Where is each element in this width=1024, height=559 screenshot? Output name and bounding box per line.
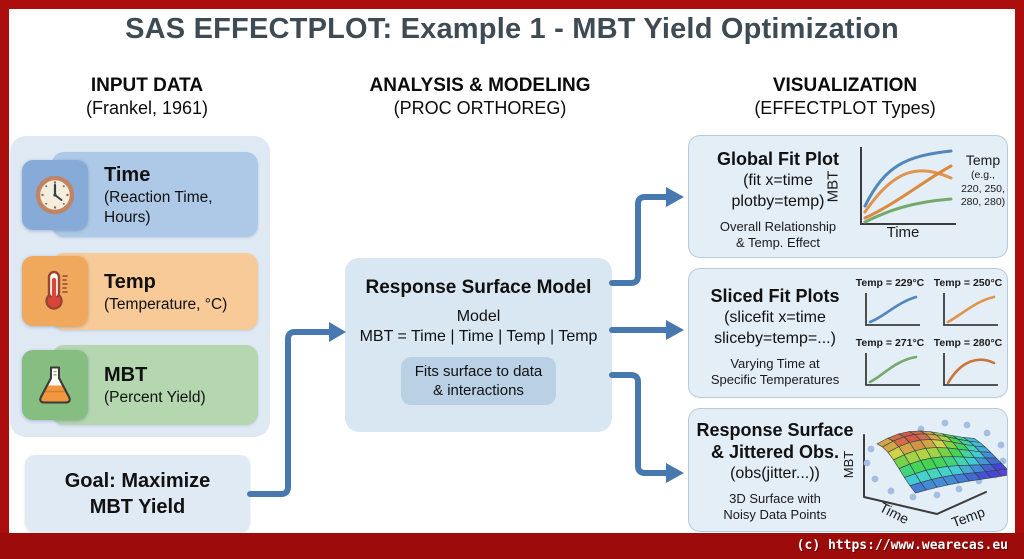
sliced-fit-note1: Varying Time at <box>730 356 820 371</box>
surface-title2: & Jittered Obs. <box>710 442 840 462</box>
global-fit-code1: (fit x=time <box>743 172 813 189</box>
temp-label: Temp <box>104 270 156 293</box>
slice-plot-229: Temp = 229°C <box>853 277 927 331</box>
arrow-model-to-global <box>609 194 670 286</box>
visualization-subheader: (EFFECTPLOT Types) <box>754 98 936 118</box>
mbt-desc: (Percent Yield) <box>104 389 206 406</box>
surface-note1: 3D Surface with <box>729 491 821 506</box>
input-header: INPUT DATA <box>90 75 204 96</box>
global-curve-2 <box>863 169 953 214</box>
visualization-header: VISUALIZATION <box>772 75 918 96</box>
model-note-line2: & interactions <box>433 382 524 399</box>
legend-temp: Temp <box>965 152 1001 168</box>
analysis-header: ANALYSIS & MODELING <box>369 75 591 96</box>
model-box-title: Response Surface Model <box>365 277 592 298</box>
global-fit-code2: plotby=temp) <box>731 193 825 210</box>
sliced-fit-code1: (slicefit x=time <box>724 309 826 326</box>
clock-icon <box>22 160 88 230</box>
arrowhead-surface <box>666 463 684 483</box>
column-header-analysis: ANALYSIS & MODELING (PROC ORTHOREG) <box>350 74 610 120</box>
surface-note2: Noisy Data Points <box>723 507 827 522</box>
goal-line2: MBT Yield <box>89 495 186 518</box>
column-header-visualization: VISUALIZATION (EFFECTPLOT Types) <box>715 74 975 120</box>
global-fit-xlabel: Time <box>886 224 920 241</box>
time-label: Time <box>104 163 151 186</box>
surface-code1: (obs(jitter...)) <box>730 465 820 482</box>
slice-curve-271 <box>868 355 918 384</box>
mbt-label: MBT <box>104 364 148 386</box>
copyright-bar: (c) https://www.wearecas.eu <box>0 533 1024 559</box>
slice-curve-280 <box>946 358 996 385</box>
surface-3d-chart <box>863 419 1007 515</box>
surface-ylabel: MBT <box>841 450 857 479</box>
time-desc: (Reaction Time, Hours) <box>104 188 213 226</box>
arrow-model-to-surface <box>609 372 670 476</box>
viz-box-response-surface: Response Surface & Jittered Obs. (obs(ji… <box>688 408 1008 532</box>
sliced-fit-note2: Specific Temperatures <box>710 372 840 387</box>
arrowhead-sliced <box>666 320 684 340</box>
viz-box-sliced-fit: Sliced Fit Plots (slicefit x=time sliceb… <box>688 268 1008 398</box>
response-surface-model-box: Response Surface Model Model MBT = Time … <box>345 258 612 432</box>
copyright-text: (c) https://www.wearecas.eu <box>796 538 1008 553</box>
global-curve-4 <box>863 197 953 224</box>
model-box-subtitle: Model <box>456 308 501 325</box>
arrowhead-global <box>666 187 684 207</box>
sliced-fit-title: Sliced Fit Plots <box>710 286 840 306</box>
slice-label-229: Temp = 229°C <box>855 277 925 289</box>
column-header-input: INPUT DATA (Frankel, 1961) <box>17 74 277 120</box>
thermometer-icon <box>22 256 88 326</box>
slice-label-250: Temp = 250°C <box>933 277 1003 289</box>
model-note: Fits surface to data & interactions <box>400 357 557 405</box>
goal-box: Goal: Maximize MBT Yield <box>25 455 250 532</box>
viz-box-global-fit: Global Fit Plot (fit x=time plotby=temp)… <box>688 135 1008 258</box>
slice-label-280: Temp = 280°C <box>933 337 1003 349</box>
legend-vals1: 220, 250, <box>961 182 1005 195</box>
page-title: SAS EFFECTPLOT: Example 1 - MBT Yield Op… <box>125 13 899 45</box>
sliced-fit-code2: sliceby=temp=...) <box>714 330 836 347</box>
global-fit-note1: Overall Relationship <box>719 219 837 234</box>
goal-line1: Goal: Maximize <box>64 469 211 492</box>
arrowhead-goal <box>329 322 346 342</box>
model-note-line1: Fits surface to data <box>414 363 543 380</box>
model-equation: MBT = Time | Time | Temp | Temp <box>359 328 598 345</box>
legend-vals2: 280, 280) <box>960 196 1006 208</box>
input-subheader: (Frankel, 1961) <box>85 98 209 118</box>
slice-curve-229 <box>868 295 918 324</box>
global-fit-chart <box>860 147 956 225</box>
surface-title1: Response Surface <box>696 420 854 440</box>
global-fit-title: Global Fit Plot <box>717 149 839 169</box>
global-fit-ylabel: MBT <box>824 170 842 203</box>
temp-desc: (Temperature, °C) <box>104 295 228 313</box>
slice-plot-271: Temp = 271°C <box>853 337 927 391</box>
legend-eg: (e.g., <box>971 169 995 181</box>
slice-plot-250: Temp = 250°C <box>931 277 1005 331</box>
slice-label-271: Temp = 271°C <box>855 337 925 349</box>
global-fit-legend: Temp (e.g., 220, 250, 280, 280) <box>959 152 1007 210</box>
global-curve-3 <box>863 164 953 220</box>
slice-plot-280: Temp = 280°C <box>931 337 1005 391</box>
flask-icon <box>22 350 88 420</box>
slice-curve-250 <box>946 295 996 324</box>
global-fit-note2: & Temp. Effect <box>735 235 821 250</box>
analysis-subheader: (PROC ORTHOREG) <box>393 98 567 118</box>
global-curve-1 <box>863 149 953 208</box>
